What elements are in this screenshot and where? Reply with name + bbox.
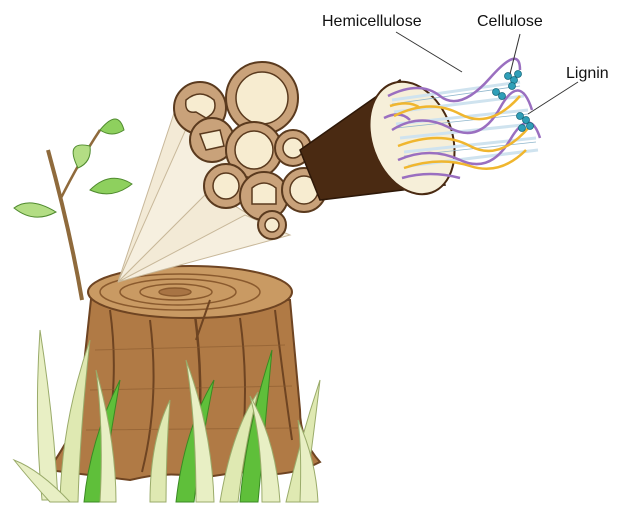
cellulose-leader [510,34,520,74]
grass-blade [37,330,58,500]
leaf [73,145,90,168]
cell-lumen [283,138,303,158]
growth-ring [159,288,191,296]
lignin-leader [528,82,578,114]
cell-lumen [236,72,288,124]
cellulose-label: Cellulose [477,13,543,30]
leaf [14,203,56,217]
hemicellulose-label: Hemicellulose [322,13,422,30]
sapling [14,119,132,300]
cell-lumen [235,131,273,169]
cell-lumen [213,173,239,199]
tree-stump [48,266,320,480]
leaf [100,119,124,134]
leaf [90,178,132,194]
hemicellulose-leader [396,32,462,72]
labels: Hemicellulose Cellulose Lignin [322,13,609,82]
cell-lumen [252,183,276,204]
lignin-label: Lignin [566,65,609,82]
cell-lumen [265,218,279,232]
